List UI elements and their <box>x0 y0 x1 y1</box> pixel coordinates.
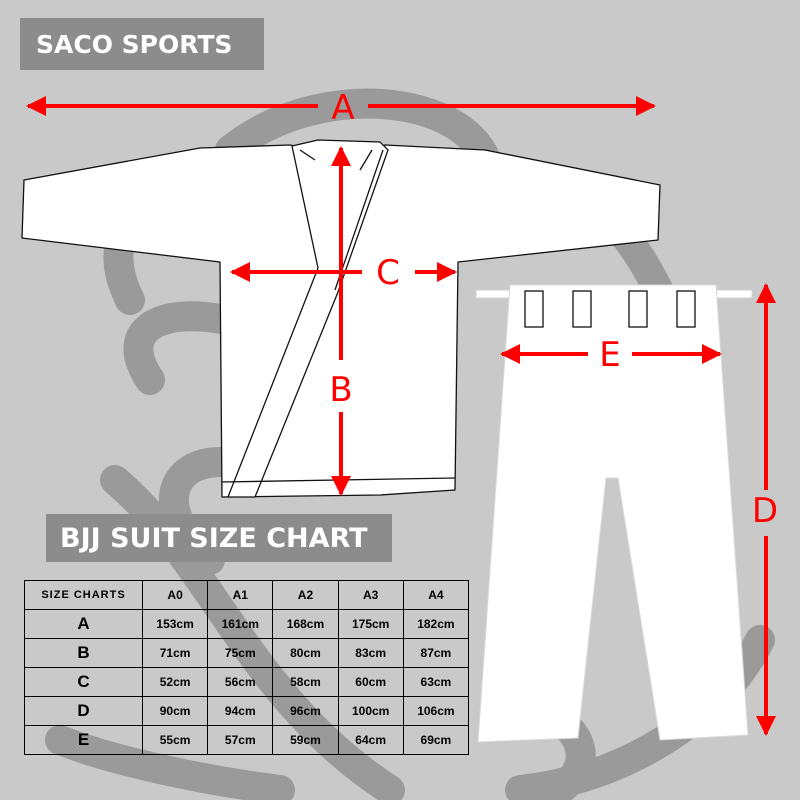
size-column-header: A1 <box>207 580 274 610</box>
table-row: E 55cm 57cm 59cm 64cm 69cm <box>24 725 470 755</box>
table-row: C 52cm 56cm 58cm 60cm 63cm <box>24 667 470 697</box>
jacket-lapel-right <box>359 149 373 171</box>
table-cell: 57cm <box>207 725 274 755</box>
row-label: A <box>24 609 143 639</box>
table-cell: 175cm <box>337 609 404 639</box>
dimension-arrows <box>26 96 776 736</box>
dimension-label-e: E <box>599 335 621 375</box>
table-cell: 106cm <box>402 696 470 726</box>
brand-banner: SACO SPORTS <box>20 18 264 70</box>
size-column-header: A2 <box>272 580 339 610</box>
belt-loops <box>524 290 696 328</box>
table-cell: 60cm <box>337 667 404 697</box>
pants-drawing <box>475 284 753 743</box>
size-column-header: A4 <box>402 580 470 610</box>
table-cell: 168cm <box>272 609 339 639</box>
brand-title: SACO SPORTS <box>36 29 233 59</box>
size-column-header: A3 <box>337 580 404 610</box>
table-cell: 83cm <box>337 638 404 668</box>
table-row: D 90cm 94cm 96cm 100cm 106cm <box>24 696 470 726</box>
table-cell: 96cm <box>272 696 339 726</box>
jacket-collar-band <box>227 139 389 498</box>
table-cell: 55cm <box>141 725 209 755</box>
table-cell: 58cm <box>272 667 339 697</box>
dimension-label-d: D <box>751 491 779 531</box>
dimension-label-b: B <box>329 370 353 410</box>
table-cell: 182cm <box>402 609 470 639</box>
row-label: B <box>24 638 143 668</box>
dimension-label-a: A <box>331 88 355 128</box>
size-table-header-row: SIZE CHARTS A0 A1 A2 A3 A4 <box>24 580 470 610</box>
row-label: C <box>24 667 143 697</box>
row-label: D <box>24 696 143 726</box>
table-cell: 71cm <box>141 638 209 668</box>
table-cell: 63cm <box>402 667 470 697</box>
table-row: A 153cm 161cm 168cm 175cm 182cm <box>24 609 470 639</box>
pants-body <box>477 284 749 743</box>
table-cell: 90cm <box>141 696 209 726</box>
chart-title: BJJ SUIT SIZE CHART <box>60 522 368 554</box>
jacket-lapel-left <box>299 149 316 161</box>
table-cell: 59cm <box>272 725 339 755</box>
table-cell: 94cm <box>207 696 274 726</box>
table-cell: 52cm <box>141 667 209 697</box>
size-column-header: A0 <box>141 580 209 610</box>
table-cell: 56cm <box>207 667 274 697</box>
table-cell: 69cm <box>402 725 470 755</box>
row-label: E <box>24 725 143 755</box>
dimension-label-c: C <box>376 253 400 293</box>
table-cell: 87cm <box>402 638 470 668</box>
table-cell: 75cm <box>207 638 274 668</box>
table-cell: 153cm <box>141 609 209 639</box>
table-cell: 100cm <box>337 696 404 726</box>
table-cell: 161cm <box>207 609 274 639</box>
size-table-corner-label: SIZE CHARTS <box>24 580 143 610</box>
table-cell: 64cm <box>337 725 404 755</box>
chart-title-banner: BJJ SUIT SIZE CHART <box>46 514 392 562</box>
table-row: B 71cm 75cm 80cm 83cm 87cm <box>24 638 470 668</box>
table-cell: 80cm <box>272 638 339 668</box>
size-table: SIZE CHARTS A0 A1 A2 A3 A4 A 153cm 161cm… <box>24 580 470 755</box>
